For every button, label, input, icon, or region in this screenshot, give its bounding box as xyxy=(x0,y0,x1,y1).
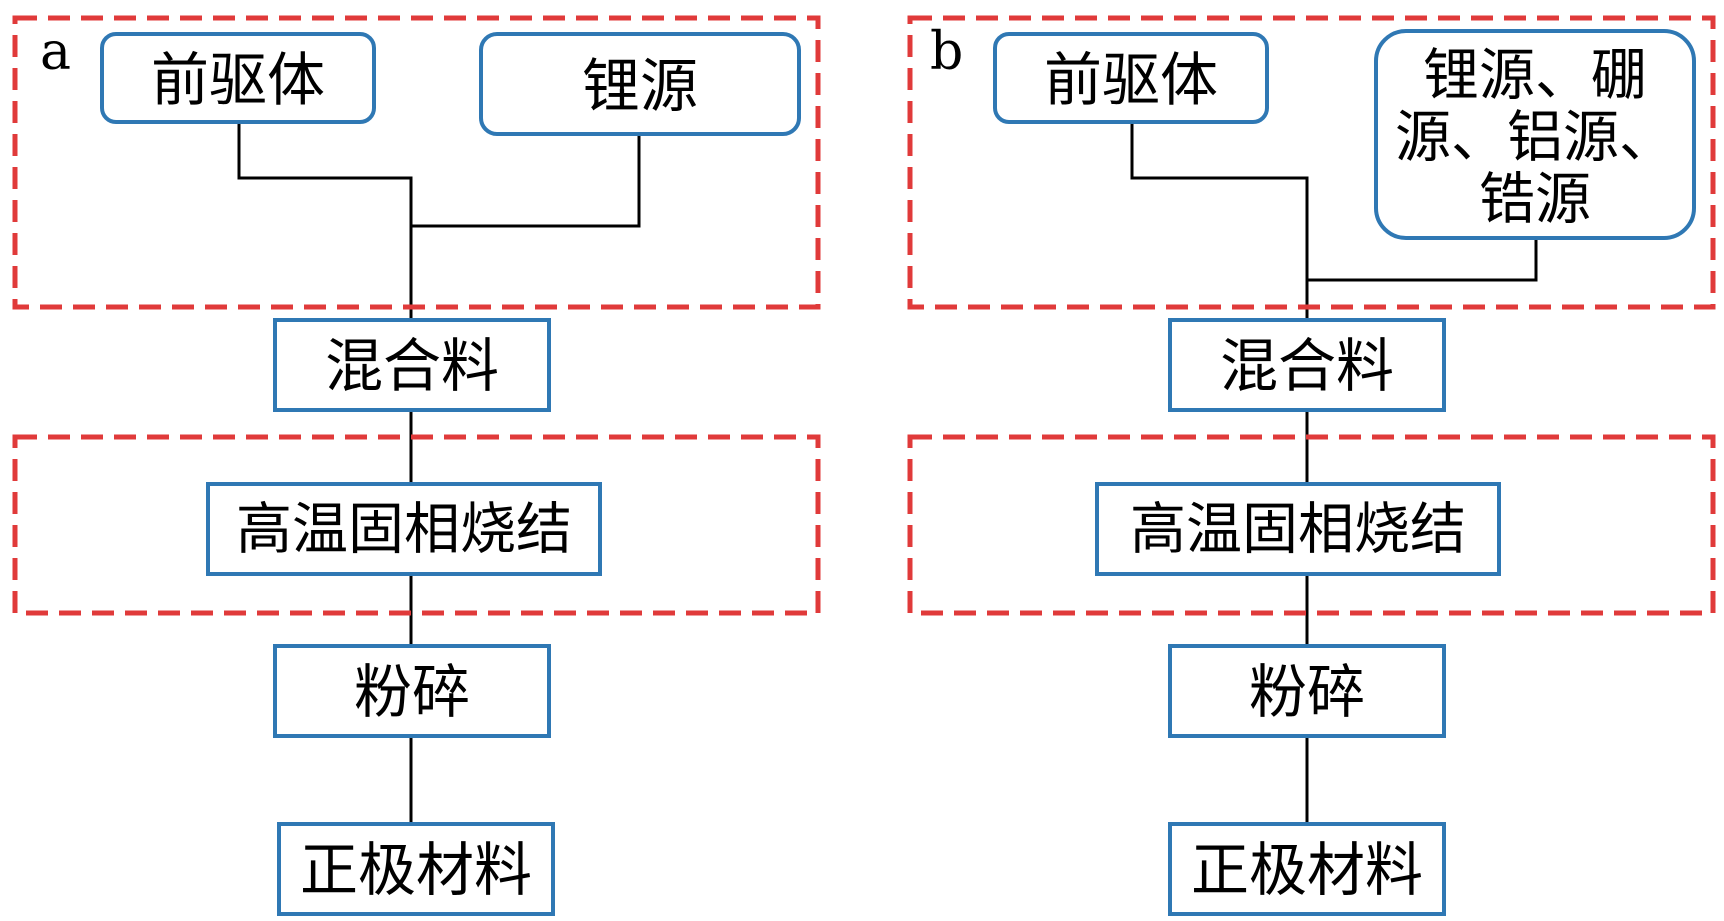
dashed-outlines xyxy=(12,15,1716,616)
label-a-cathode: 正极材料 xyxy=(300,836,532,904)
dashed-box-a-raw-materials xyxy=(12,15,821,310)
panel-label-a: a xyxy=(40,22,71,82)
connector-b-sources xyxy=(1307,238,1538,282)
connector-b-precursor xyxy=(1130,122,1309,320)
box-a-precursor xyxy=(100,32,376,124)
label-b-sources-line-2: 源、铝源、 xyxy=(1395,106,1675,171)
box-a-mixture xyxy=(273,318,551,412)
step-boxes xyxy=(100,29,1696,916)
dashed-box-a-sintering xyxy=(12,434,821,616)
box-b-precursor xyxy=(993,32,1269,124)
box-b-crushing xyxy=(1168,644,1446,738)
box-b-sources xyxy=(1374,29,1696,240)
connector-lines xyxy=(237,122,1538,824)
label-b-sources-line-1: 锂源、硼 xyxy=(1423,44,1647,109)
label-b-cathode: 正极材料 xyxy=(1191,836,1423,904)
box-a-cathode xyxy=(277,822,555,916)
label-b-sintering: 高温固相烧结 xyxy=(1130,498,1466,563)
box-a-sintering xyxy=(206,482,602,576)
connector-a-lithium-source xyxy=(411,134,641,228)
label-a-lithium-source: 锂源 xyxy=(582,52,698,120)
box-a-crushing xyxy=(273,644,551,738)
box-b-mixture xyxy=(1168,318,1446,412)
labels: a 前驱体 锂源 混合料 高温固相烧结 粉碎 正极材料 b 前驱体 锂源、硼 源… xyxy=(40,22,1675,904)
panel-label-b: b xyxy=(930,22,963,82)
box-b-cathode xyxy=(1168,822,1446,916)
dashed-box-b-raw-materials xyxy=(907,15,1716,310)
label-b-precursor: 前驱体 xyxy=(1044,46,1218,114)
label-a-crushing: 粉碎 xyxy=(354,658,470,726)
box-b-sintering xyxy=(1095,482,1501,576)
label-b-crushing: 粉碎 xyxy=(1249,658,1365,726)
label-a-precursor: 前驱体 xyxy=(151,46,325,114)
label-b-sources-line-3: 锆源 xyxy=(1479,168,1591,233)
label-b-mixture: 混合料 xyxy=(1220,332,1394,400)
label-a-mixture: 混合料 xyxy=(325,332,499,400)
dashed-box-b-sintering xyxy=(907,434,1716,616)
box-a-lithium-source xyxy=(479,32,801,136)
label-a-sintering: 高温固相烧结 xyxy=(236,498,572,563)
connector-a-precursor xyxy=(237,122,413,320)
